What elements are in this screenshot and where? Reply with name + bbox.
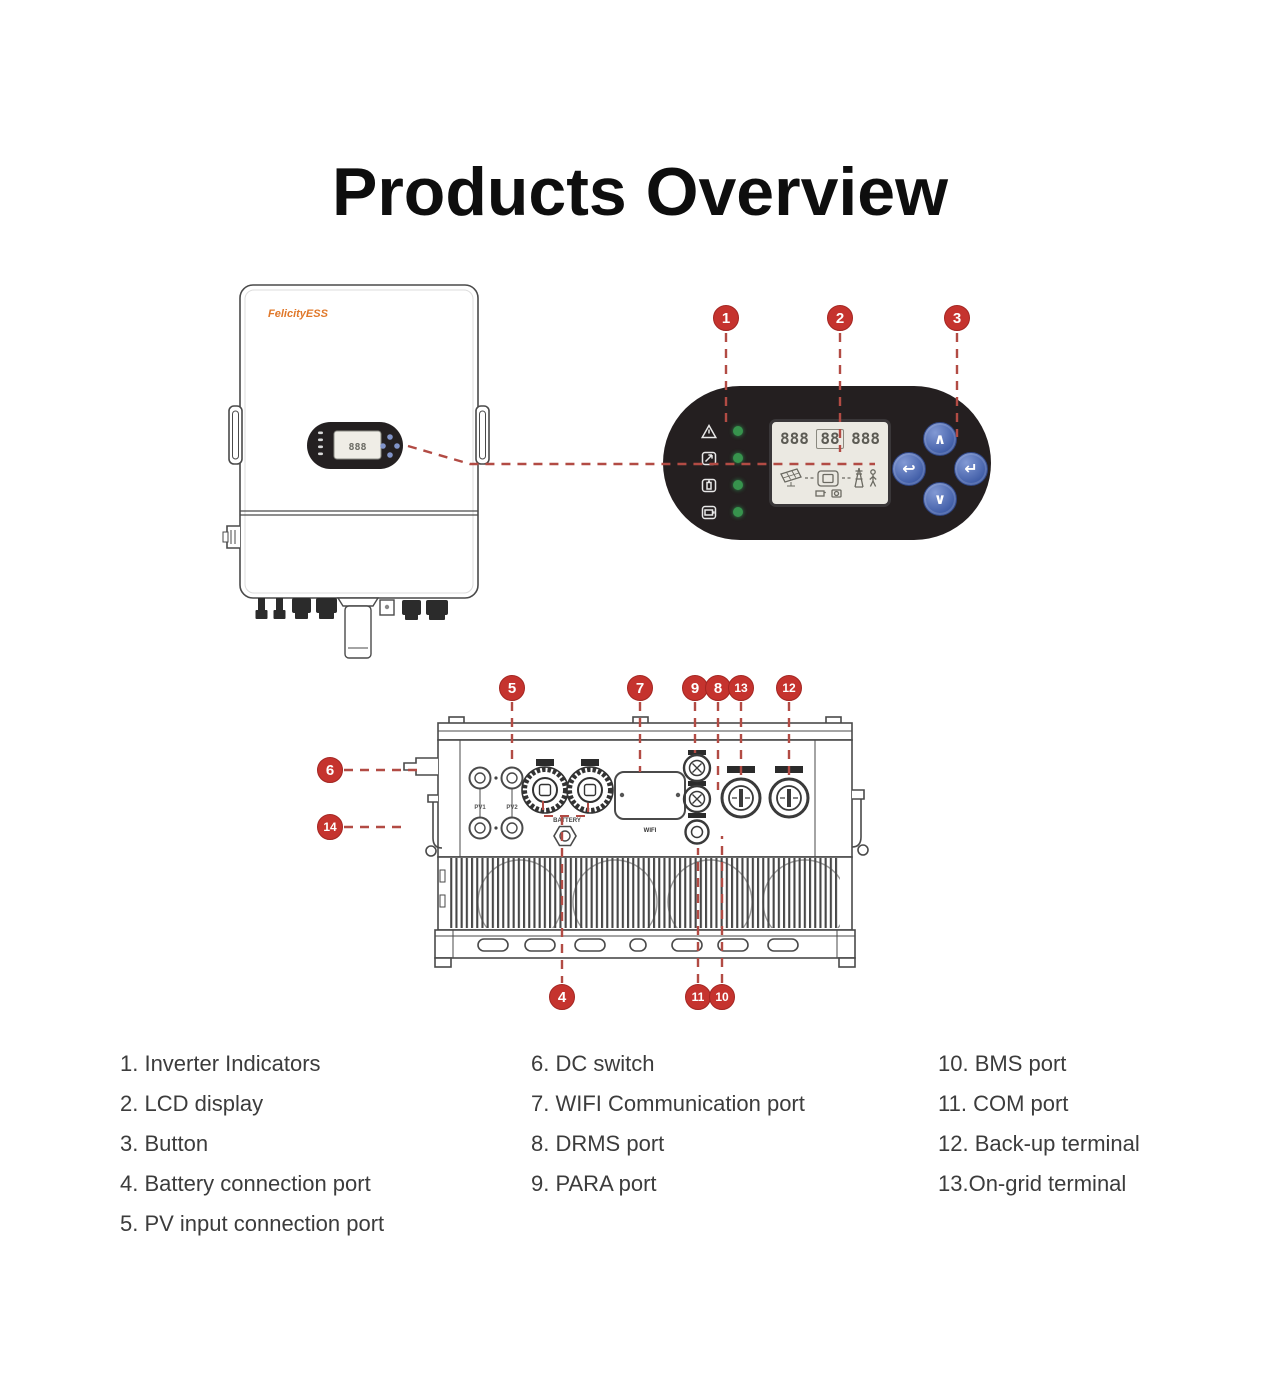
battery-icon (701, 478, 717, 492)
indicator-row (701, 422, 743, 440)
legend-item: 3. Button (120, 1131, 209, 1156)
status-led-green (733, 426, 743, 436)
callout-12: 12 (776, 675, 802, 701)
indicator-row (701, 476, 743, 494)
mini-lcd-digits: 888 (348, 442, 366, 453)
legend-item: 7. WIFI Communication port (531, 1091, 805, 1116)
legend-item: 12. Back-up terminal (938, 1131, 1140, 1156)
callout-3: 3 (944, 305, 970, 331)
legend-item: 6. DC switch (531, 1051, 655, 1076)
page-title: Products Overview (331, 154, 949, 230)
enter-button: ↵ (954, 452, 988, 486)
inverter-indicators (701, 422, 743, 521)
callout-2: 2 (827, 305, 853, 331)
warning-icon (701, 423, 717, 438)
callout-9: 9 (682, 675, 708, 701)
lcd-digits-mid: 88 (816, 429, 844, 449)
ground-bolt (553, 825, 577, 847)
inverter-bottom-view: PV1 PV2 BATTERY WIFI (403, 716, 869, 968)
lcd-display: 888 88 888 (769, 419, 891, 507)
wifi-label: WIFI (644, 828, 657, 834)
status-led-green (733, 453, 743, 463)
status-led-green (733, 480, 743, 490)
lcd-digits-right: 888 (851, 429, 880, 448)
battery-charge-icon (701, 505, 717, 519)
down-button: ∨ (923, 482, 957, 516)
legend-column-2: 6. DC switch 7. WIFI Communication port … (531, 1044, 805, 1204)
legend-item: 4. Battery connection port (120, 1171, 371, 1196)
legend-item: 8. DRMS port (531, 1131, 665, 1156)
front-panel-mini: 888 (307, 422, 403, 469)
legend-item: 13.On-grid terminal (938, 1171, 1127, 1196)
bottom-rail (434, 929, 856, 968)
legend-item: 10. BMS port (938, 1051, 1067, 1076)
callout-4: 4 (549, 984, 575, 1010)
inverter-front-view: FelicityESS 888 (222, 284, 490, 659)
callout-6: 6 (317, 757, 343, 783)
callout-11: 11 (685, 984, 711, 1010)
pv1-label: PV1 (474, 805, 486, 811)
pv-connectors (468, 766, 524, 840)
brand-logo: FelicityESS (268, 308, 329, 320)
lcd-status-icons (780, 467, 877, 498)
indicator-row (701, 449, 743, 467)
back-button: ↩ (892, 452, 926, 486)
grid-status-icon (701, 451, 717, 465)
heat-sink (437, 856, 853, 931)
indicator-row (701, 503, 743, 521)
legend-item: 1. Inverter Indicators (120, 1051, 321, 1076)
callout-14: 14 (317, 814, 343, 840)
comm-ports (682, 750, 712, 845)
status-led-green (733, 507, 743, 517)
up-button: ∧ (923, 422, 957, 456)
legend-column-3: 10. BMS port 11. COM port 12. Back-up te… (938, 1044, 1140, 1204)
lcd-digits: 888 88 888 (772, 422, 888, 449)
legend-column-1: 1. Inverter Indicators 2. LCD display 3.… (120, 1044, 384, 1244)
callout-1: 1 (713, 305, 739, 331)
legend-item: 5. PV input connection port (120, 1211, 385, 1236)
callout-5: 5 (499, 675, 525, 701)
callout-7: 7 (627, 675, 653, 701)
lcd-digits-left: 888 (780, 429, 809, 448)
legend-item: 9. PARA port (531, 1171, 657, 1196)
legend-item: 2. LCD display (120, 1091, 264, 1116)
control-panel-closeup: 888 88 888 (663, 386, 991, 540)
battery-label: BATTERY (553, 818, 581, 824)
front-bottom-connectors (255, 598, 448, 620)
legend-item: 11. COM port (938, 1091, 1069, 1116)
callout-10: 10 (709, 984, 735, 1010)
callout-13: 13 (728, 675, 754, 701)
pv2-label: PV2 (506, 805, 518, 811)
